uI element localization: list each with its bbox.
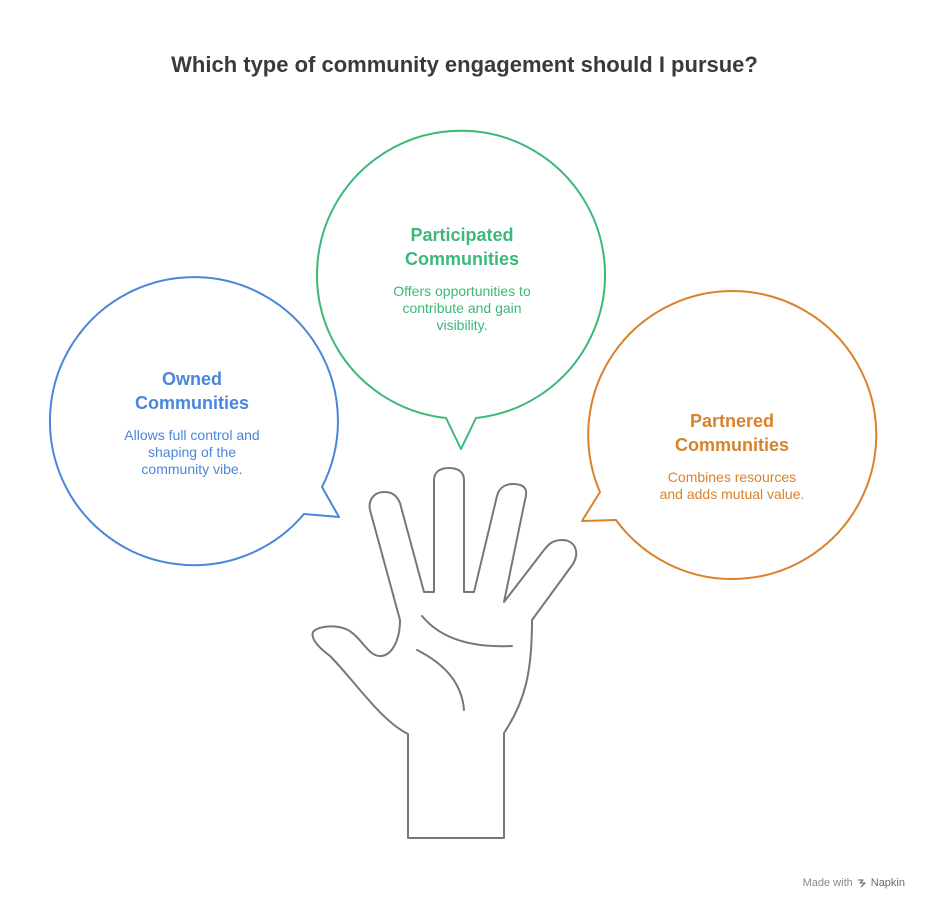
page-title: Which type of community engagement shoul… [171, 52, 758, 77]
owned-communities-description: Allows full control and shaping of the c… [92, 427, 292, 478]
hand-icon [311, 467, 578, 839]
participated-desc-line: contribute and gain [402, 300, 522, 316]
partnered-communities-text: Partnered Communities Combines resources… [632, 409, 832, 503]
owned-desc-line: shaping of the [148, 444, 236, 460]
participated-heading-line: Participated [410, 225, 514, 245]
owned-speech-bubble [49, 276, 340, 567]
partnered-speech-bubble [581, 290, 878, 580]
participated-speech-bubble [316, 129, 606, 450]
participated-heading-line: Communities [404, 249, 519, 269]
participated-desc-line: Offers opportunities to [393, 283, 531, 299]
partnered-heading-line: Communities [674, 435, 789, 455]
owned-communities-text: Owned Communities Allows full control an… [92, 367, 292, 478]
owned-heading-line: Communities [134, 393, 249, 413]
credit-brand: Napkin [870, 877, 905, 889]
credit-prefix: Made with [802, 877, 853, 889]
participated-communities-text: Participated Communities Offers opportun… [362, 223, 562, 334]
partnered-communities-description: Combines resources and adds mutual value… [632, 469, 832, 503]
participated-desc-line: visibility. [436, 317, 488, 333]
owned-desc-line: Allows full control and [124, 427, 260, 443]
participated-communities-description: Offers opportunities to contribute and g… [362, 283, 562, 334]
partnered-communities-heading: Partnered Communities [632, 409, 832, 457]
owned-desc-line: community vibe. [141, 461, 243, 477]
napkin-logo-icon [857, 879, 866, 888]
partnered-desc-line: Combines resources [667, 469, 797, 485]
partnered-heading-line: Partnered [689, 411, 775, 431]
made-with-napkin-credit[interactable]: Made with Napkin [803, 877, 905, 889]
partnered-desc-line: and adds mutual value. [659, 486, 805, 502]
owned-communities-heading: Owned Communities [92, 367, 292, 415]
participated-communities-heading: Participated Communities [362, 223, 562, 271]
owned-heading-line: Owned [161, 369, 222, 389]
